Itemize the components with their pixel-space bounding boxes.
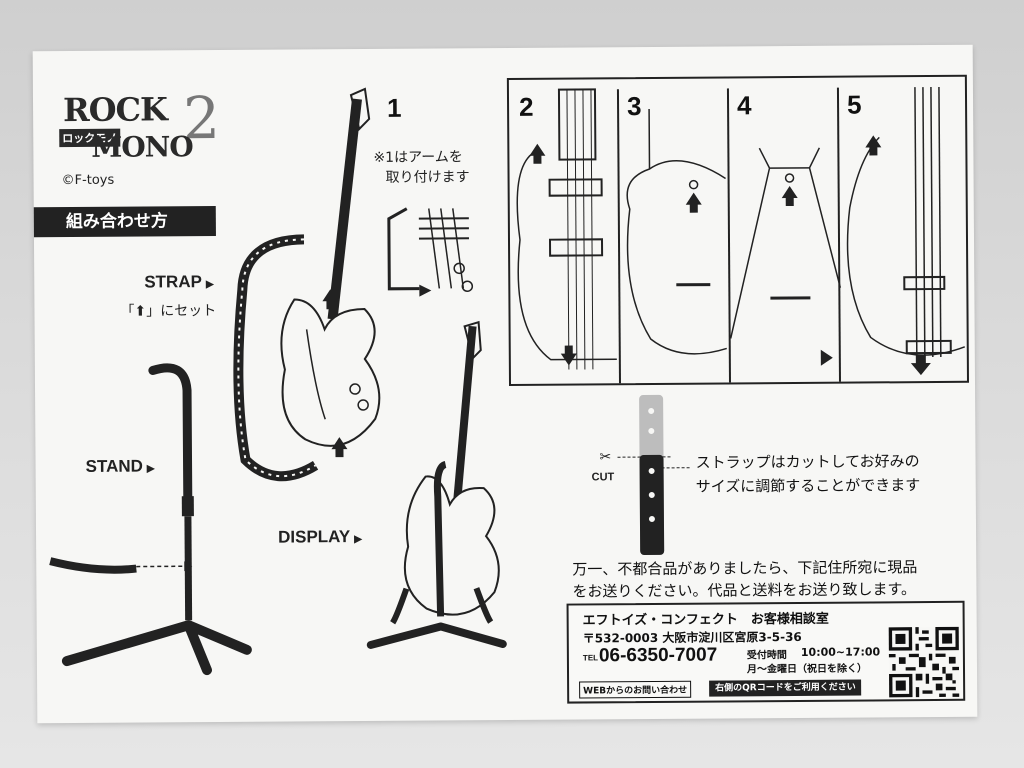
step-5-panel: 5: [839, 86, 967, 382]
strap-label: STRAP▶: [144, 272, 214, 292]
cut-pointer-line: [661, 467, 692, 469]
instruction-card: 2 ROCK ロックモノ MONO ©F-toys 組み合わせ方 STRAP▶ …: [32, 44, 978, 724]
contact-hours: 10:00~17:00: [800, 645, 881, 659]
contact-days: 月～金曜日（祝日を除く）: [746, 663, 868, 676]
step-3-panel: 3: [618, 88, 731, 384]
step-3-guitar-drawing: [626, 108, 727, 355]
strap-guitar-illustration: [233, 87, 381, 482]
logo-mono: MONO: [91, 130, 193, 164]
cut-label: CUT: [591, 471, 615, 484]
step-4-panel: 4: [728, 87, 842, 383]
copyright: ©F-toys: [61, 172, 115, 189]
strap-note: 「⬆」にセット: [120, 303, 217, 320]
stand-illustration: [49, 363, 252, 676]
logo-rock: ROCK: [62, 90, 167, 130]
contact-web-label: WEBからのお問い合わせ: [579, 680, 692, 699]
qr-code[interactable]: [885, 626, 963, 698]
display-illustration: [366, 320, 507, 649]
step-2-guitar-drawing: [516, 88, 617, 370]
strap-cut-note-line1: ストラップはカットしてお好みの: [695, 452, 920, 472]
step-5-bass-drawing: [846, 86, 966, 376]
step-1-number: 1: [386, 92, 402, 123]
step-1-note-line1: ※1はアームを: [373, 149, 463, 166]
contact-hours-label: 受付時間: [746, 650, 787, 662]
contact-web-note: 右側のQRコードをご利用ください: [709, 679, 862, 697]
contact-tel-label: TEL: [582, 653, 599, 663]
step-1-note-line2: 取り付けます: [385, 169, 470, 186]
contact-company: エフトイズ・コンフェクト お客様相談室: [582, 611, 829, 629]
strap-cut-note-line2: サイズに調節することができます: [695, 476, 921, 496]
howto-title: 組み合わせ方: [33, 206, 216, 238]
steps-panel: 2 3 4: [506, 74, 970, 386]
contact-address: 〒532-0003 大阪市淀川区宮原3-5-36: [582, 629, 802, 646]
step-4-guitar-drawing: [729, 147, 842, 366]
svg-text:✂: ✂: [599, 449, 611, 465]
strap-cut-illustration: ✂: [599, 394, 672, 556]
display-label: DISPLAY▶: [277, 527, 362, 547]
contact-tel[interactable]: 06-6350-7007: [598, 644, 718, 667]
step-2-panel: 2: [508, 88, 621, 384]
step-1-detail-illustration: [387, 207, 474, 297]
defect-note-line2: をお送りください。代品と送料をお送り致します。: [572, 580, 917, 601]
